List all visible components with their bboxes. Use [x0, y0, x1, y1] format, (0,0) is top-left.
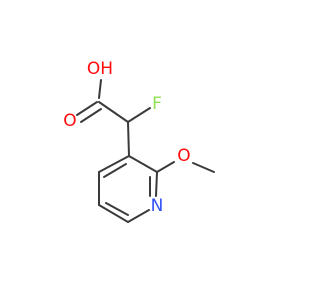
atom-f: F: [152, 94, 162, 114]
bond-chf-f: [127, 107, 151, 123]
bond-c-chf: [98, 101, 129, 123]
molecule-diagram: OH O F O N: [63, 59, 215, 223]
bond-oh-c: [98, 79, 102, 99]
bond-c5-c6-inner: [105, 202, 129, 216]
atom-o-carbonyl: O: [63, 111, 76, 131]
bond-chf-c3: [127, 121, 130, 157]
bond-n-c2: [155, 171, 158, 197]
bond-c2-o: [156, 161, 175, 173]
bond-c3-c2: [128, 155, 158, 173]
bond-o-ch3: [192, 162, 215, 173]
bond-c-o-double-a: [76, 101, 98, 116]
bond-c5-c6: [98, 204, 129, 223]
atom-labels: OH O F O N: [63, 59, 190, 216]
bonds: [76, 79, 215, 223]
atom-oh: OH: [87, 59, 113, 79]
bond-c3-c4: [98, 155, 130, 173]
atom-n: N: [151, 196, 164, 216]
bond-c6-n: [127, 209, 150, 223]
bond-c3-c4-inner: [103, 163, 127, 178]
atom-o-methoxy: O: [177, 146, 190, 166]
bond-c-o-double-b: [80, 108, 102, 123]
